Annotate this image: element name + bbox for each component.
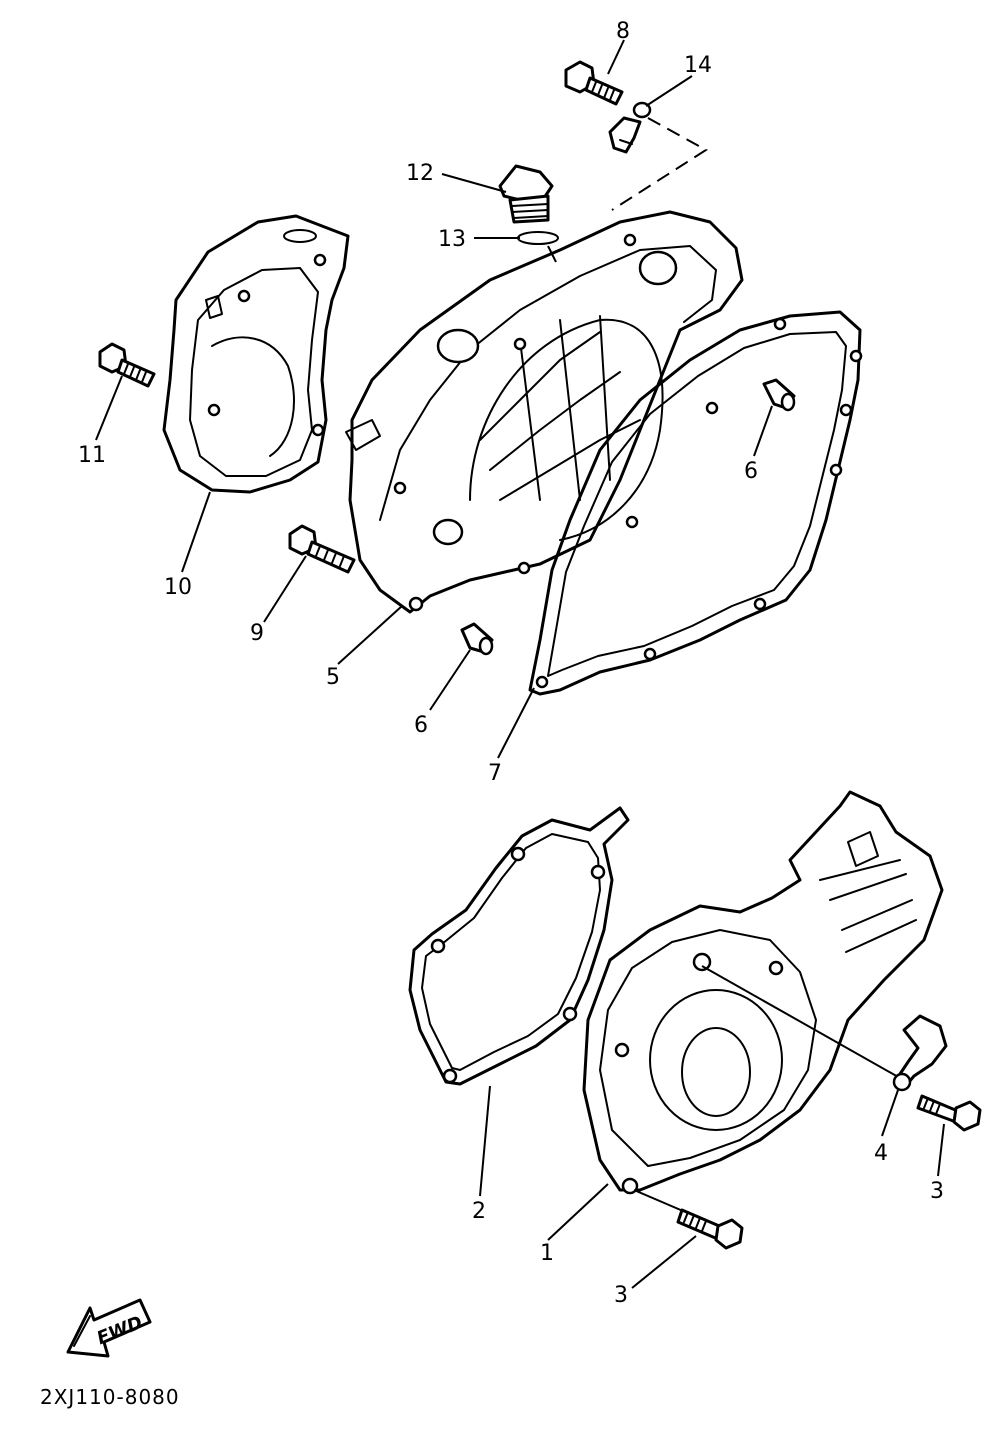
part-12-plug [498,164,554,224]
label-part-12: 12 [406,161,434,186]
part-14-clip [608,101,652,154]
part-2-gasket [408,806,630,1086]
label-part-3-lower: 3 [614,1283,628,1308]
label-part-1: 1 [540,1241,554,1266]
diagram-code: 2XJ110-8080 [40,1385,180,1409]
fwd-arrow: FWD [66,1298,152,1358]
part-7-gasket-inner [547,331,847,677]
label-part-6-upper: 6 [744,459,758,484]
part-1-guide-line [701,965,901,1079]
part-4-clip [892,1014,948,1092]
part-7-gasket [528,310,862,696]
part-1-cover [582,790,944,1195]
part-8-bolt [564,60,624,106]
leader-lines [95,39,945,1289]
part-11-bolt [98,342,156,388]
dash-line-14 [611,117,708,211]
label-part-10: 10 [164,575,192,600]
label-part-13: 13 [438,227,466,252]
label-part-7: 7 [488,761,502,786]
part-13-o-ring [517,231,559,245]
part-2-gasket-holes [430,846,606,1084]
label-part-14: 14 [684,53,712,78]
part-5-crankcase-cover [345,210,744,614]
part-2-gasket-inner [421,833,601,1071]
label-part-9: 9 [250,621,264,646]
part-3-bolt-right [916,1094,982,1132]
label-part-2: 2 [472,1199,486,1224]
label-part-4: 4 [874,1141,888,1166]
part-7-gasket-holes [535,317,863,689]
part-6-dowel-lower [460,622,494,656]
label-part-6-lower: 6 [414,713,428,738]
label-part-3-right: 3 [930,1179,944,1204]
callout-labels: 8 14 12 13 11 10 9 5 6 6 7 2 1 4 3 3 [78,19,944,1308]
label-part-8: 8 [616,19,630,44]
part-3-bolt-lower [676,1208,744,1250]
label-part-5: 5 [326,665,340,690]
part-9-bolt [288,524,356,574]
part-10-cover [162,214,350,494]
part-6-dowel-upper [762,378,796,412]
label-part-11: 11 [78,443,106,468]
